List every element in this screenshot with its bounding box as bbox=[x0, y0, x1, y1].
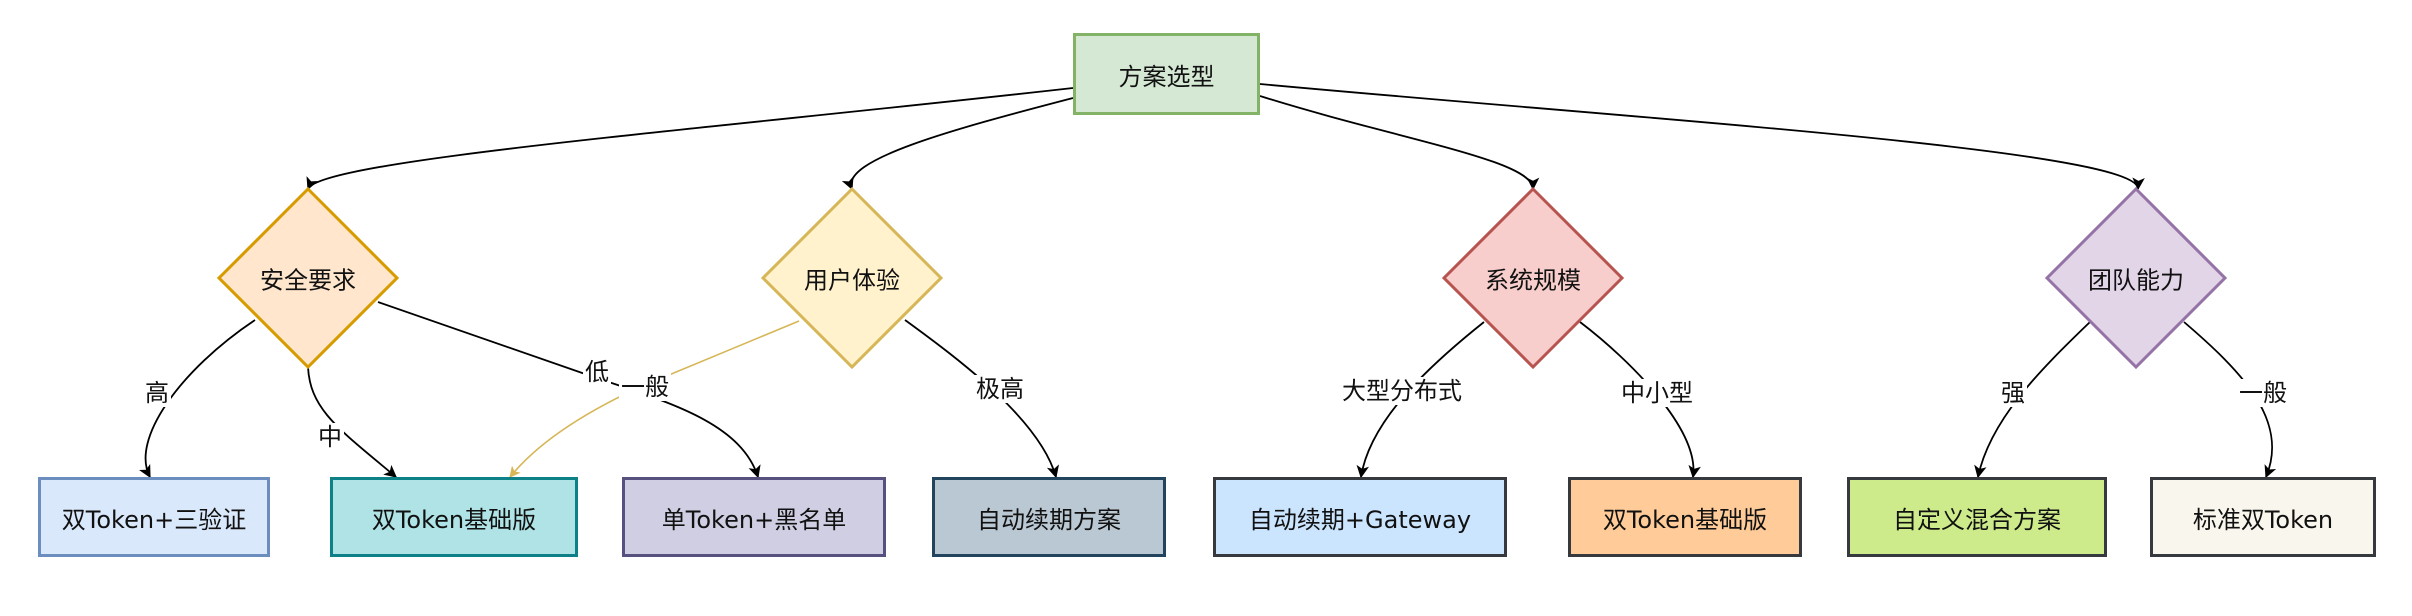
outcome-node-o4[interactable]: 自动续期方案 bbox=[932, 477, 1166, 557]
outcome-node-o4-label: 自动续期方案 bbox=[977, 505, 1121, 534]
decision-label: 团队能力 bbox=[2088, 266, 2184, 295]
edge-label: 强 bbox=[1999, 379, 2027, 407]
edge-d4-o7 bbox=[1974, 321, 2091, 479]
decision-label: 安全要求 bbox=[260, 266, 356, 295]
edge-label: 一般 bbox=[619, 373, 671, 401]
decision-node-d1[interactable] bbox=[216, 186, 400, 370]
edge-label: 中 bbox=[316, 423, 344, 451]
edge-label: 低 bbox=[583, 358, 611, 386]
root-node[interactable]: 方案选型 bbox=[1073, 33, 1260, 115]
edge-label: 极高 bbox=[974, 375, 1026, 403]
outcome-node-o1[interactable]: 双Token+三验证 bbox=[38, 477, 270, 557]
decision-node-d3[interactable] bbox=[1441, 186, 1625, 370]
edge-label: 一般 bbox=[2237, 379, 2289, 407]
outcome-node-o6-label: 双Token基础版 bbox=[1602, 505, 1768, 534]
edge-label: 大型分布式 bbox=[1340, 377, 1464, 405]
outcome-node-o3[interactable]: 单Token+黑名单 bbox=[622, 477, 886, 557]
outcome-node-o8-label: 标准双Token bbox=[2192, 505, 2334, 534]
outcome-node-o6[interactable]: 双Token基础版 bbox=[1568, 477, 1802, 557]
edge-d1-o2 bbox=[307, 366, 397, 478]
edge-root-d3 bbox=[1259, 95, 1540, 191]
outcome-node-o2[interactable]: 双Token基础版 bbox=[330, 477, 578, 557]
decision-node-d2[interactable] bbox=[760, 186, 944, 370]
decision-node-d4[interactable] bbox=[2044, 186, 2228, 370]
outcome-node-o8[interactable]: 标准双Token bbox=[2150, 477, 2376, 557]
outcome-node-o5-label: 自动续期+Gateway bbox=[1248, 505, 1472, 534]
root-node-label: 方案选型 bbox=[1118, 62, 1215, 91]
outcome-node-o2-label: 双Token基础版 bbox=[371, 505, 537, 534]
edge-root-d1 bbox=[306, 87, 1074, 191]
edge-root-d2 bbox=[841, 97, 1074, 191]
outcome-node-o5[interactable]: 自动续期+Gateway bbox=[1213, 477, 1507, 557]
edge-label: 高 bbox=[143, 379, 171, 407]
edge-d1-o3 bbox=[377, 301, 761, 479]
decisions-layer bbox=[216, 186, 2228, 370]
outcome-node-o3-label: 单Token+黑名单 bbox=[661, 505, 847, 534]
decision-label: 系统规模 bbox=[1485, 266, 1581, 295]
decision-label: 用户体验 bbox=[804, 266, 900, 295]
edge-label: 中小型 bbox=[1619, 379, 1695, 407]
outcome-node-o7[interactable]: 自定义混合方案 bbox=[1847, 477, 2107, 557]
edge-root-d4 bbox=[1259, 83, 2145, 191]
outcome-node-o1-label: 双Token+三验证 bbox=[61, 505, 247, 534]
outcome-node-o7-label: 自定义混合方案 bbox=[1893, 505, 2061, 534]
edges-layer bbox=[139, 83, 2277, 479]
